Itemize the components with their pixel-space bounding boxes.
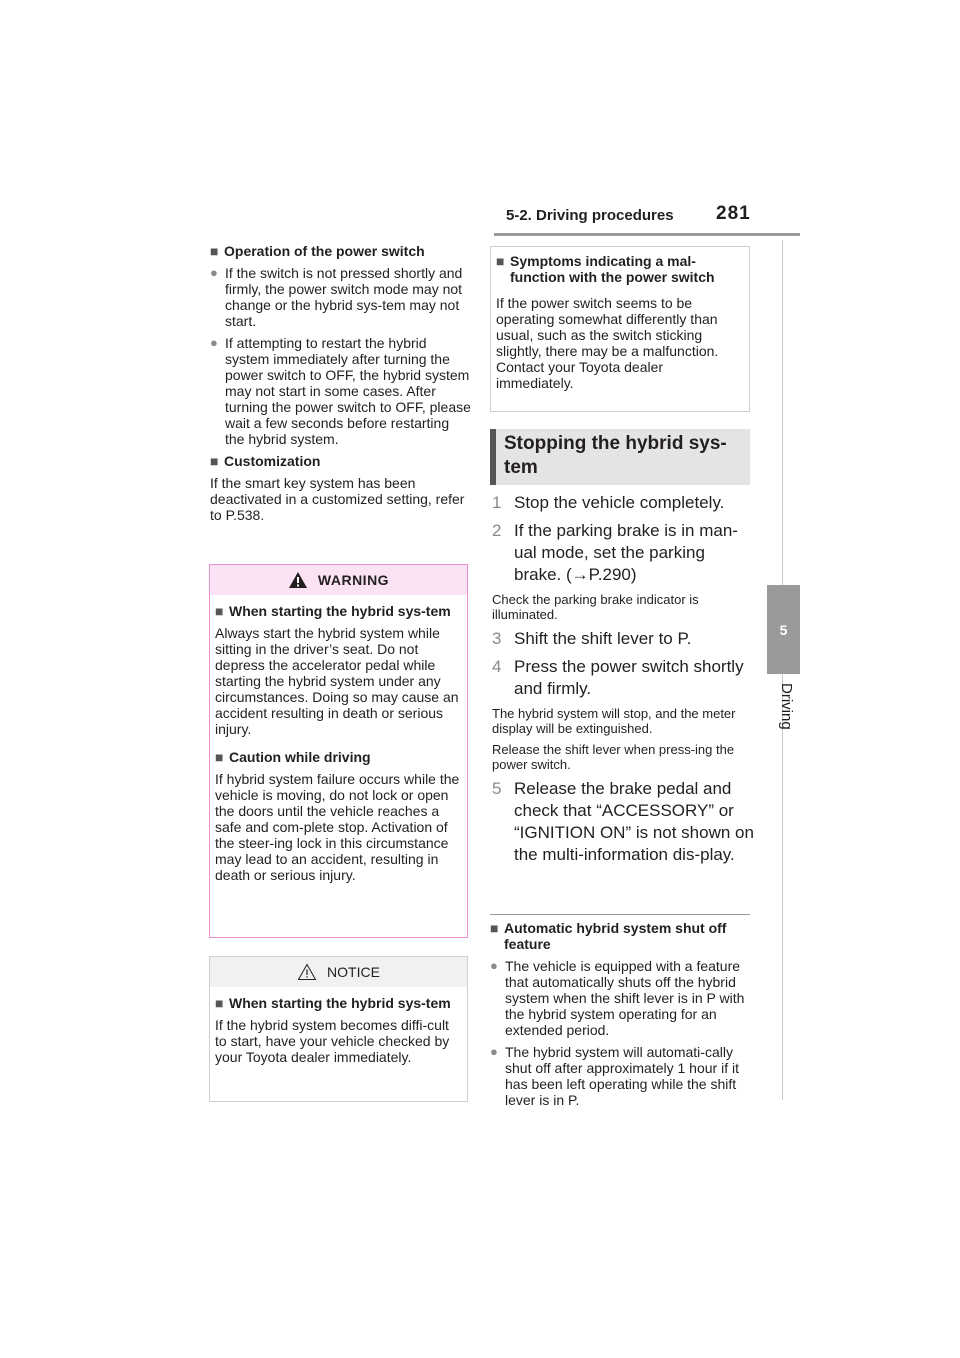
notice-box: NOTICE ■ When starting the hybrid sys-te… bbox=[209, 956, 468, 1102]
notice-label: NOTICE bbox=[327, 964, 380, 980]
warning-header: WARNING bbox=[210, 565, 467, 595]
step-number: 2 bbox=[492, 521, 502, 540]
square-bullet-icon: ■ bbox=[210, 243, 219, 259]
step-note: The hybrid system will stop, and the met… bbox=[492, 706, 736, 736]
step-item: 3 Shift the shift lever to P. bbox=[492, 629, 692, 648]
list-item: ● If the switch is not pressed shortly a… bbox=[210, 265, 463, 329]
circle-bullet-icon: ● bbox=[490, 958, 498, 973]
malfunction-heading: ■ Symptoms indicating a mal-function wit… bbox=[496, 253, 715, 285]
step-item: 5 Release the brake pedal and check that… bbox=[492, 779, 754, 864]
warning-text-driving: If hybrid system failure occurs while th… bbox=[215, 771, 460, 883]
malfunction-box: ■ Symptoms indicating a mal-function wit… bbox=[490, 246, 750, 412]
square-bullet-icon: ■ bbox=[215, 995, 224, 1011]
section-title: 5-2. Driving procedures bbox=[506, 207, 674, 224]
square-bullet-icon: ■ bbox=[215, 603, 224, 619]
malfunction-text: If the power switch seems to be operatin… bbox=[496, 295, 719, 391]
operation-heading: ■ Operation of the power switch bbox=[210, 243, 425, 259]
circle-bullet-icon: ● bbox=[490, 1044, 498, 1059]
auto-shutoff-heading: ■ Automatic hybrid system shut off featu… bbox=[490, 920, 727, 952]
warning-box: WARNING ■ When starting the hybrid sys-t… bbox=[209, 564, 468, 938]
notice-heading: ■ When starting the hybrid sys-tem bbox=[215, 995, 451, 1011]
section-heading: Stopping the hybrid sys-tem bbox=[490, 429, 750, 485]
header-rule bbox=[494, 233, 800, 236]
step-number: 3 bbox=[492, 629, 502, 648]
auto-shutoff-section: ■ Automatic hybrid system shut off featu… bbox=[490, 920, 752, 1114]
warning-heading-start: ■ When starting the hybrid sys-tem bbox=[215, 603, 451, 619]
warning-text-start: Always start the hybrid system while sit… bbox=[215, 625, 459, 737]
page-number: 281 bbox=[716, 203, 751, 224]
step-item: 4 Press the power switch shortly and fir… bbox=[492, 657, 744, 698]
square-bullet-icon: ■ bbox=[210, 453, 219, 469]
square-bullet-icon: ■ bbox=[496, 253, 505, 269]
list-item: ● If attempting to restart the hybrid sy… bbox=[210, 335, 471, 447]
warning-icon bbox=[288, 572, 307, 588]
divider bbox=[490, 914, 750, 915]
chapter-tab: 5 bbox=[767, 585, 800, 674]
customization-heading: ■ Customization bbox=[210, 453, 321, 469]
step-number: 5 bbox=[492, 779, 502, 798]
circle-bullet-icon: ● bbox=[210, 265, 218, 280]
warning-label: WARNING bbox=[317, 572, 390, 588]
step-note: Release the shift lever when press-ing t… bbox=[492, 742, 735, 772]
left-column: ■ Operation of the power switch ● If the… bbox=[210, 243, 472, 529]
square-bullet-icon: ■ bbox=[490, 920, 499, 936]
notice-header: NOTICE bbox=[210, 957, 467, 987]
list-item: ● The vehicle is equipped with a feature… bbox=[490, 958, 745, 1038]
step-item: 2 If the parking brake is in man-ual mod… bbox=[492, 521, 738, 584]
step-number: 4 bbox=[492, 657, 502, 676]
square-bullet-icon: ■ bbox=[215, 749, 224, 765]
warning-heading-driving: ■ Caution while driving bbox=[215, 749, 371, 765]
step-item: 1 Stop the vehicle completely. bbox=[492, 493, 725, 512]
circle-bullet-icon: ● bbox=[210, 335, 218, 350]
list-item: ● The hybrid system will automati-cally … bbox=[490, 1044, 739, 1108]
chapter-label: Driving bbox=[778, 683, 795, 730]
caution-outline-icon bbox=[297, 963, 317, 980]
notice-text: If the hybrid system becomes diffi-cult … bbox=[215, 1017, 450, 1065]
step-note: Check the parking brake indicator is ill… bbox=[492, 592, 699, 622]
steps-list: 1 Stop the vehicle completely. 2 If the … bbox=[492, 492, 754, 872]
customization-text: If the smart key system has been deactiv… bbox=[210, 475, 465, 523]
step-number: 1 bbox=[492, 493, 502, 512]
